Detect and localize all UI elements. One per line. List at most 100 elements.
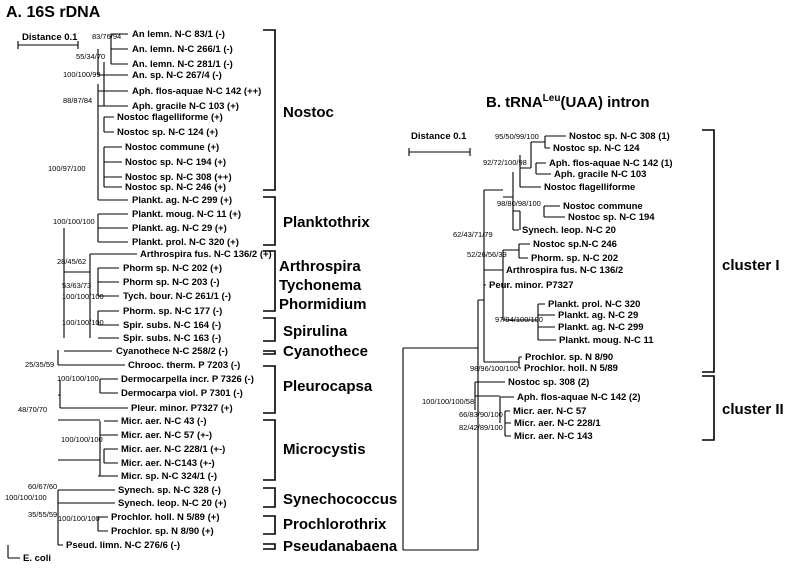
leaf-b-15: Plankt. ag. N-C 299 [558,322,644,333]
bootstrap-b-2: 92/72/100/98 [483,158,527,167]
leaf-a-37: Prochlor. sp. N 8/90 (+) [111,526,214,537]
leaf-a-36: Prochlor. holl. N 5/89 (+) [111,512,220,523]
leaf-a-9: Nostoc commune (+) [125,142,219,153]
leaf-b-19: Nostoc sp. 308 (2) [508,377,589,388]
group-phormidium: Phormidium [279,296,367,313]
leaf-b-3: Aph. flos-aquae N-C 142 (1) [549,158,673,169]
leaf-b-8: Synech. leop. N-C 20 [522,225,616,236]
leaf-a-1: An lemn. N-C 83/1 (-) [132,29,225,40]
bootstrap-a-14: 48/70/70 [18,405,47,414]
leaf-a-31: Micr. aer. N-C 228/1 (+-) [121,444,225,455]
scale-bar-a-label: Distance 0.1 [22,32,78,43]
group-planktothrix: Planktothrix [283,214,370,231]
bootstrap-a-3: 100/100/99 [63,70,101,79]
leaf-a-3: An. lemn. N-C 281/1 (-) [132,59,233,70]
leaf-a-30: Micr. aer. N-C 57 (+-) [121,430,212,441]
leaf-a-38: Pseud. limn. N-C 276/6 (-) [66,540,180,551]
leaf-b-5: Nostoc flagelliforme [544,182,635,193]
bootstrap-b-7: 98/96/100/100 [470,364,518,373]
leaf-b-4: Aph. gracile N-C 103 [554,169,646,180]
bootstrap-a-8: 53/63/73 [62,281,91,290]
leaf-b-17: Prochlor. sp. N 8/90 [525,352,613,363]
bootstrap-a-2: 55/34/70 [76,52,105,61]
leaf-a-28: Pleur. minor. P7327 (+) [131,403,233,414]
leaf-a-7: Nostoc flagelliforme (+) [117,112,223,123]
leaf-a-16: Plankt. prol. N-C 320 (+) [132,237,239,248]
group-nostoc: Nostoc [283,104,334,121]
group-cluster-1: cluster I [722,257,780,274]
bootstrap-a-5: 100/97/100 [48,164,86,173]
leaf-a-18: Phorm sp. N-C 202 (+) [123,263,222,274]
leaf-b-10: Phorm. sp. N-C 202 [531,253,618,264]
scale-bar-b-label: Distance 0.1 [411,131,467,142]
scale-bar-b: Distance 0.1 [408,131,471,156]
bootstrap-b-3: 98/80/98/100 [497,199,541,208]
bootstrap-a-16: 100/100/100 [58,514,100,523]
tree-b-branches [402,135,566,551]
leaf-a-39: E. coli [23,553,51,564]
leaf-b-20: Aph. flos-aquae N-C 142 (2) [517,392,641,403]
bootstrap-b-6: 97/94/100/100 [495,315,543,324]
scale-bar-a: Distance 0.1 [17,32,79,49]
group-synechococcus: Synechococcus [283,491,397,508]
leaf-a-33: Micr. sp. N-C 324/1 (-) [121,471,217,482]
bootstrap-a-18: 100/100/100 [5,493,47,502]
leaf-a-21: Phorm. sp. N-C 177 (-) [123,306,222,317]
leaf-a-13: Plankt. ag. N-C 299 (+) [132,195,232,206]
leaf-b-21: Micr. aer. N-C 57 [513,406,586,417]
leaf-a-22: Spir. subs. N-C 164 (-) [123,320,221,331]
leaf-a-12: Nostoc sp. N-C 246 (+) [125,182,226,193]
leaf-a-25: Chrooc. therm. P 7203 (-) [128,360,240,371]
leaf-a-23: Spir. subs. N-C 163 (-) [123,333,221,344]
bootstrap-a-6: 100/100/100 [53,217,95,226]
bootstrap-a-10: 100/100/100 [62,318,104,327]
leaf-a-24: Cyanothece N-C 258/2 (-) [116,346,228,357]
bootstrap-a-9: 100/100/100 [62,292,104,301]
bootstrap-a-13: 100/100/100 [61,435,103,444]
leaf-a-4: An. sp. N-C 267/4 (-) [132,70,222,81]
leaf-a-8: Nostoc sp. N-C 124 (+) [117,127,218,138]
group-pleurocapsa: Pleurocapsa [283,378,373,395]
bootstrap-b-9: 66/83/90/100 [459,410,503,419]
leaf-a-20: Tych. bour. N-C 261/1 (-) [123,291,231,302]
group-microcystis: Microcystis [283,441,366,458]
leaf-b-16: Plankt. moug. N-C 11 [559,335,654,346]
leaf-a-14: Plankt. moug. N-C 11 (+) [132,209,241,220]
bootstrap-b-8: 100/100/100/58 [422,397,474,406]
bootstrap-a-11: 25/35/59 [25,360,54,369]
group-spirulina: Spirulina [283,323,348,340]
group-cyanothece: Cyanothece [283,343,368,360]
leaf-b-13: Plankt. prol. N-C 320 [548,299,640,310]
leaf-a-2: An. lemn. N-C 266/1 (-) [132,44,233,55]
leaf-a-26: Dermocarpella incr. P 7326 (-) [121,374,254,385]
group-brackets-b [702,129,715,441]
panel-b-title: B. tRNALeu(UAA) intron [486,93,650,111]
leaf-b-12: Peur. minor. P7327 [489,280,574,291]
leaf-a-5: Aph. flos-aquae N-C 142 (++) [132,86,261,97]
bootstrap-b-10: 82/42/89/100 [459,423,503,432]
leaf-a-11: Nostoc sp. N-C 308 (++) [125,172,232,183]
leaf-a-10: Nostoc sp. N-C 194 (+) [125,157,226,168]
leaf-a-34: Synech. sp. N-C 328 (-) [118,485,221,496]
bootstrap-a-17: 35/55/59 [28,510,57,519]
leaf-b-2: Nostoc sp. N-C 124 [553,143,640,154]
leaf-b-1: Nostoc sp. N-C 308 (1) [569,131,670,142]
leaf-a-17: Arthrospira fus. N-C 136/2 (+) [140,249,272,260]
group-tychonema: Tychonema [279,277,362,294]
leaf-a-29: Micr. aer. N-C 43 (-) [121,416,207,427]
leaf-b-6: Nostoc commune [563,201,643,212]
leaf-b-23: Micr. aer. N-C 143 [514,431,593,442]
leaf-a-19: Phorm sp. N-C 203 (-) [123,277,220,288]
bootstrap-a-1: 83/76/94 [92,32,121,41]
bootstrap-b-4: 62/43/71/79 [453,230,493,239]
leaf-a-35: Synech. leop. N-C 20 (+) [118,498,227,509]
leaf-a-15: Plankt. ag. N-C 29 (+) [132,223,227,234]
group-pseudanabaena: Pseudanabaena [283,538,398,555]
bootstrap-a-7: 28/45/62 [57,257,86,266]
bootstrap-b-5: 52/26/56/39 [467,250,507,259]
group-cluster-2: cluster II [722,401,784,418]
leaf-b-18: Prochlor. holl. N 5/89 [524,363,618,374]
bootstrap-a-12: 100/100/100 [57,374,99,383]
